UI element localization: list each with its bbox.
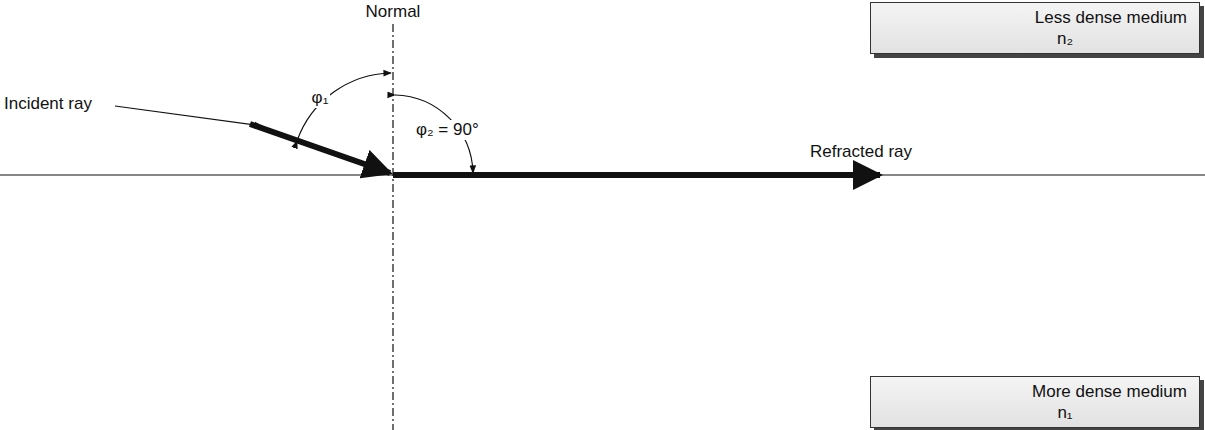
incident-ray (250, 124, 390, 173)
interface-line (0, 174, 1205, 175)
normal-label: Normal (366, 2, 421, 22)
refracted-ray (393, 172, 880, 178)
angle-label: φ₁ (310, 88, 331, 108)
ray-label: Incident ray (4, 94, 92, 114)
angle-arc (297, 73, 391, 141)
medium-box: More dense mediumn₁ (870, 376, 1200, 428)
ray-label: Refracted ray (810, 142, 912, 162)
medium-box: Less dense mediumn₂ (870, 2, 1200, 54)
refractive-index: n₁ (883, 402, 1187, 423)
refractive-index: n₂ (883, 28, 1187, 49)
medium-name: Less dense medium (883, 7, 1187, 28)
leader-line (115, 106, 262, 126)
medium-name: More dense medium (883, 381, 1187, 402)
normal-line (392, 24, 393, 430)
angle-label: φ₂ = 90° (414, 120, 481, 140)
